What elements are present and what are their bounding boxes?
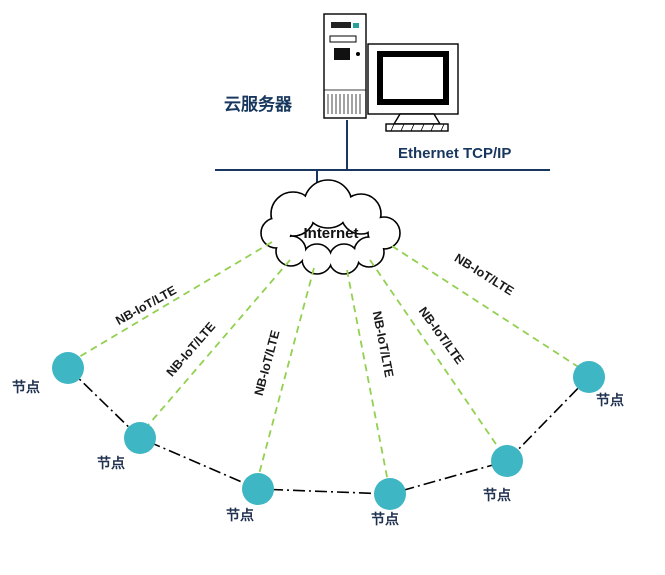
node-5 xyxy=(491,445,523,477)
nbiot-label-5: NB-IoT/LTE xyxy=(416,304,467,367)
node-labels: 节点 节点 节点 节点 节点 节点 xyxy=(12,379,624,527)
nbiot-link-6 xyxy=(391,245,581,369)
node-3 xyxy=(242,473,274,505)
nbiot-link-3 xyxy=(257,267,315,479)
cloud-server-label: 云服务器 xyxy=(224,94,293,114)
server-monitor-icon xyxy=(367,43,459,132)
node-label-5: 节点 xyxy=(483,487,511,503)
node-label-3: 节点 xyxy=(226,507,254,523)
node-label-2: 节点 xyxy=(97,455,125,471)
ethernet-label: Ethernet TCP/IP xyxy=(398,145,511,162)
server-tower-icon xyxy=(323,13,367,119)
tower-led xyxy=(353,23,359,28)
node-4 xyxy=(374,478,406,510)
node-label-1: 节点 xyxy=(12,379,40,395)
nbiot-links xyxy=(73,241,581,483)
node-6 xyxy=(573,361,605,393)
node-2 xyxy=(124,422,156,454)
internet-label: Internet xyxy=(303,225,358,242)
node-1 xyxy=(52,352,84,384)
nbiot-link-5 xyxy=(369,259,501,451)
nodes xyxy=(52,352,605,510)
nbiot-label-3: NB-IoT/LTE xyxy=(252,329,283,397)
nbiot-label-4: NB-IoT/LTE xyxy=(370,310,397,379)
nbiot-label-6: NB-IoT/LTE xyxy=(452,251,516,298)
nbiot-label-1: NB-IoT/LTE xyxy=(113,283,178,328)
nbiot-link-4 xyxy=(346,269,389,483)
node-chain-line xyxy=(67,367,590,495)
node-label-6: 节点 xyxy=(596,392,624,408)
nbiot-label-2: NB-IoT/LTE xyxy=(164,319,219,379)
nbiot-link-1 xyxy=(73,241,273,361)
internet-cloud: Internet xyxy=(260,179,401,275)
nbiot-link-2 xyxy=(143,259,291,431)
node-label-4: 节点 xyxy=(371,511,399,527)
